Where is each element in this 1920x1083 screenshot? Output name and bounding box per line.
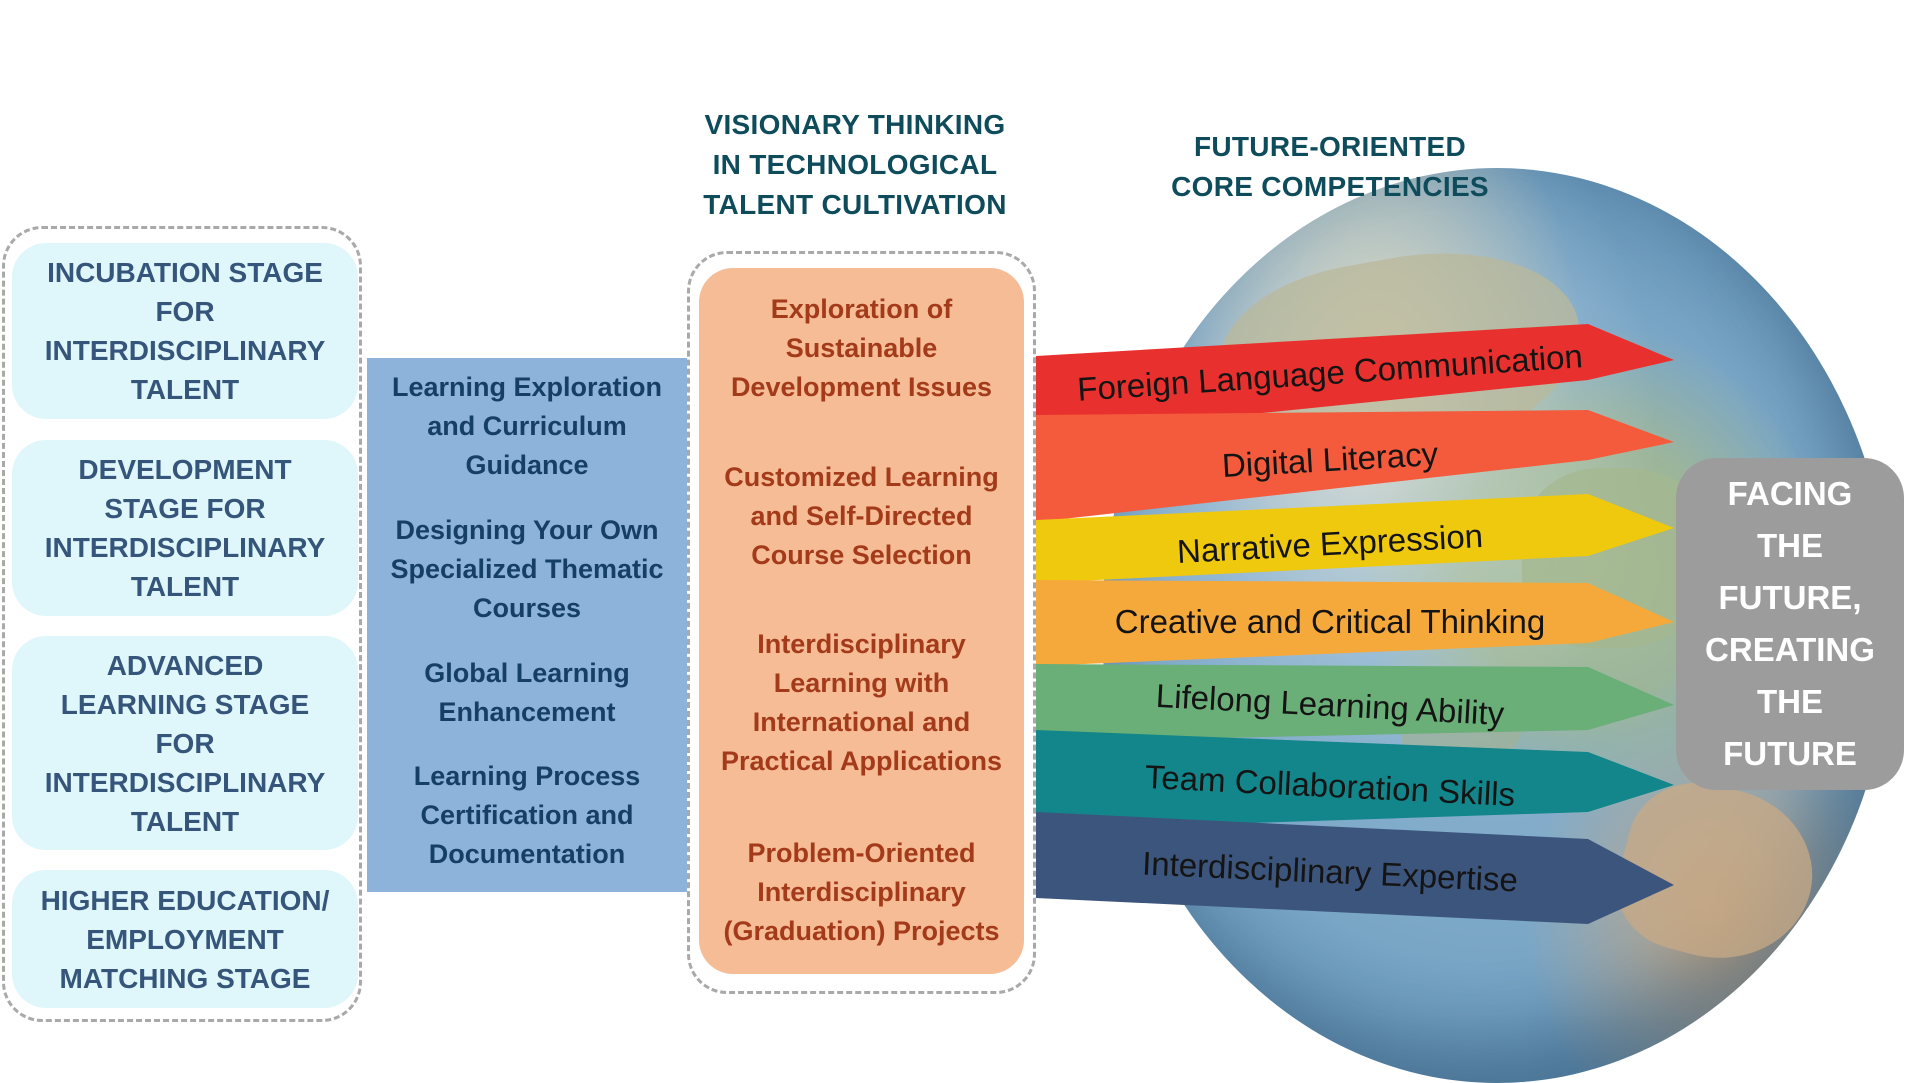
stage-advanced-learning: ADVANCED LEARNING STAGE FOR INTERDISCIPL… [12, 636, 358, 850]
competency-arrow [1036, 812, 1674, 924]
competency-arrow [1036, 494, 1674, 583]
learning-pathway-panel [367, 358, 687, 892]
pathway-line: Designing Your Own [395, 515, 659, 545]
future-line: FACING [1727, 475, 1853, 512]
vision-line: Customized Learning [724, 462, 999, 492]
vision-line: Learning with [773, 668, 950, 698]
vision-panel [699, 268, 1024, 974]
stage-line: LEARNING STAGE [60, 688, 310, 720]
stage-line: STAGE FOR [104, 493, 266, 524]
future-line: FUTURE, [1718, 579, 1862, 616]
pathway-item-thematic-courses: Designing Your Own Specialized Thematic … [367, 511, 687, 628]
heading-line: IN TECHNOLOGICAL [712, 149, 998, 180]
heading-line: CORE COMPETENCIES [1171, 171, 1489, 202]
stage-line: TALENT [130, 805, 240, 837]
pathway-item-global-learning: Global Learning Enhancement [367, 654, 687, 732]
vision-item-sustainable-development: Exploration of Sustainable Development I… [699, 290, 1024, 407]
future-line: CREATING [1705, 631, 1875, 668]
stage-line: DEVELOPMENT [78, 454, 292, 485]
vision-heading: VISIONARY THINKING IN TECHNOLOGICAL TALE… [675, 105, 1035, 225]
stage-development: DEVELOPMENT STAGE FOR INTERDISCIPLINARY … [12, 440, 358, 616]
stage-line: INTERDISCIPLINARY [44, 335, 326, 366]
vision-line: and Self-Directed [750, 501, 973, 531]
competencies-heading: FUTURE-ORIENTED CORE COMPETENCIES [1140, 127, 1520, 207]
competency-arrow [1036, 664, 1674, 742]
competency-arrow [1036, 324, 1674, 436]
stage-line: EMPLOYMENT [86, 923, 284, 955]
vision-line: Sustainable [785, 333, 938, 363]
stage-line: ADVANCED [106, 649, 264, 681]
stage-line: INCUBATION STAGE [47, 257, 323, 288]
pathway-item-certification: Learning Process Certification and Docum… [367, 757, 687, 874]
vision-line: Exploration of [770, 294, 953, 324]
vision-line: Problem-Oriented [747, 838, 976, 868]
vision-line: International and [752, 707, 971, 737]
vision-line: Course Selection [751, 540, 972, 570]
future-line: THE [1757, 527, 1823, 564]
vision-line: (Graduation) Projects [723, 916, 1000, 946]
heading-line: VISIONARY THINKING [704, 109, 1006, 140]
pathway-line: Documentation [428, 839, 626, 869]
vision-dashed-frame [687, 251, 1036, 994]
competency-arrow [1036, 410, 1674, 522]
stage-line: TALENT [130, 374, 240, 405]
vision-item-customized-learning: Customized Learning and Self-Directed Co… [699, 458, 1024, 575]
pathway-line: Specialized Thematic [390, 554, 664, 584]
stage-line: HIGHER EDUCATION/ [40, 884, 330, 916]
vision-line: Practical Applications [720, 746, 1003, 776]
vision-line: Interdisciplinary [757, 877, 966, 907]
pathway-item-exploration: Learning Exploration and Curriculum Guid… [367, 368, 687, 485]
competency-arrow [1036, 580, 1674, 666]
pathway-line: Enhancement [438, 697, 616, 727]
vision-line: Development Issues [730, 372, 993, 402]
competency-arrow [1036, 730, 1674, 830]
pathway-line: Global Learning [424, 658, 630, 688]
stage-line: TALENT [130, 571, 240, 602]
vision-item-graduation-projects: Problem-Oriented Interdisciplinary (Grad… [699, 834, 1024, 951]
pathway-line: Courses [472, 593, 582, 623]
heading-line: TALENT CULTIVATION [703, 189, 1007, 220]
stage-line: MATCHING STAGE [59, 962, 311, 994]
stage-line: FOR [155, 727, 215, 759]
stage-employment-matching: HIGHER EDUCATION/ EMPLOYMENT MATCHING ST… [12, 870, 358, 1008]
stage-incubation: INCUBATION STAGE FOR INTERDISCIPLINARY T… [12, 243, 358, 419]
heading-line: FUTURE-ORIENTED [1193, 131, 1467, 162]
stage-line: INTERDISCIPLINARY [44, 766, 326, 798]
future-line: THE [1757, 683, 1823, 720]
pathway-line: Guidance [465, 450, 589, 480]
facing-the-future-box: FACING THE FUTURE, CREATING THE FUTURE [1676, 458, 1904, 790]
pathway-line: Learning Process [413, 761, 641, 791]
vision-item-interdisciplinary-learning: Interdisciplinary Learning with Internat… [699, 625, 1024, 781]
competency-label: Creative and Critical Thinking [1114, 603, 1546, 640]
pathway-line: and Curriculum [427, 411, 627, 441]
vision-line: Interdisciplinary [757, 629, 966, 659]
stages-dashed-frame [2, 226, 362, 1022]
pathway-line: Learning Exploration [391, 372, 663, 402]
stage-line: FOR [155, 296, 215, 327]
stage-line: INTERDISCIPLINARY [44, 532, 326, 563]
future-line: FUTURE [1723, 735, 1857, 772]
pathway-line: Certification and [420, 800, 634, 830]
